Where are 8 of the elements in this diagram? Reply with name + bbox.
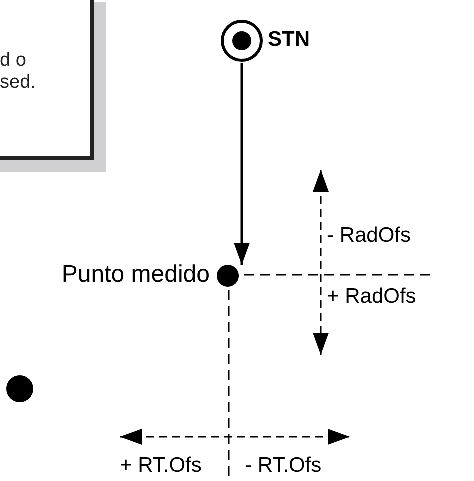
offset-label: - RadOfs xyxy=(327,224,412,248)
point-label: Punto medido xyxy=(62,261,210,289)
station-label: STN xyxy=(268,28,310,52)
offset-label: + RT.Ofs xyxy=(120,454,202,478)
offset-label: + RadOfs xyxy=(327,285,416,309)
note-text: d o sed. xyxy=(0,50,36,94)
arrow xyxy=(234,63,250,265)
offset-label: - RT.Ofs xyxy=(245,454,322,478)
